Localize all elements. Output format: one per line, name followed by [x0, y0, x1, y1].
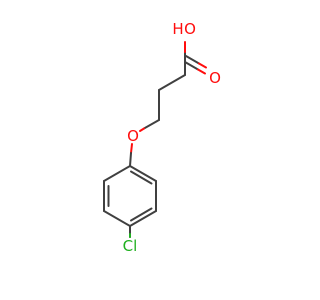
bond-ring-double-1 — [130, 170, 153, 185]
bond-c-o-double-dark-2 — [185, 55, 200, 65]
atom-labels: H O O O Cl — [123, 20, 221, 255]
bond-beta-ether-red — [139, 127, 145, 132]
structural-formula: H O O O Cl — [103, 20, 221, 255]
bond-c-o-double-dark-1 — [184, 61, 199, 71]
bond-c-o-double-red-1 — [197, 68, 206, 75]
bond-ring-double-2 — [130, 207, 153, 222]
bond-carboxyl-alpha-main — [158, 74, 186, 91]
bond-ether-ring-dark — [129, 152, 132, 167]
ether-oxygen-label: O — [127, 127, 139, 145]
hetero-bonds — [129, 41, 207, 167]
bond-ether-ring-red — [130, 143, 133, 154]
chlorine-label: Cl — [123, 237, 138, 255]
bond-ring-6 — [103, 165, 131, 182]
hydroxyl-oxygen-label: O — [184, 20, 196, 38]
bond-c-o-double-red-2 — [198, 62, 207, 69]
bond-ring-3 — [129, 210, 157, 227]
carbonyl-oxygen-label: O — [209, 69, 221, 87]
bond-ring-1 — [129, 165, 157, 182]
hydroxyl-hydrogen-label: H — [172, 20, 183, 38]
bond-ring-4 — [103, 210, 131, 227]
bond-beta-ether — [143, 119, 160, 130]
bonds — [103, 61, 186, 238]
